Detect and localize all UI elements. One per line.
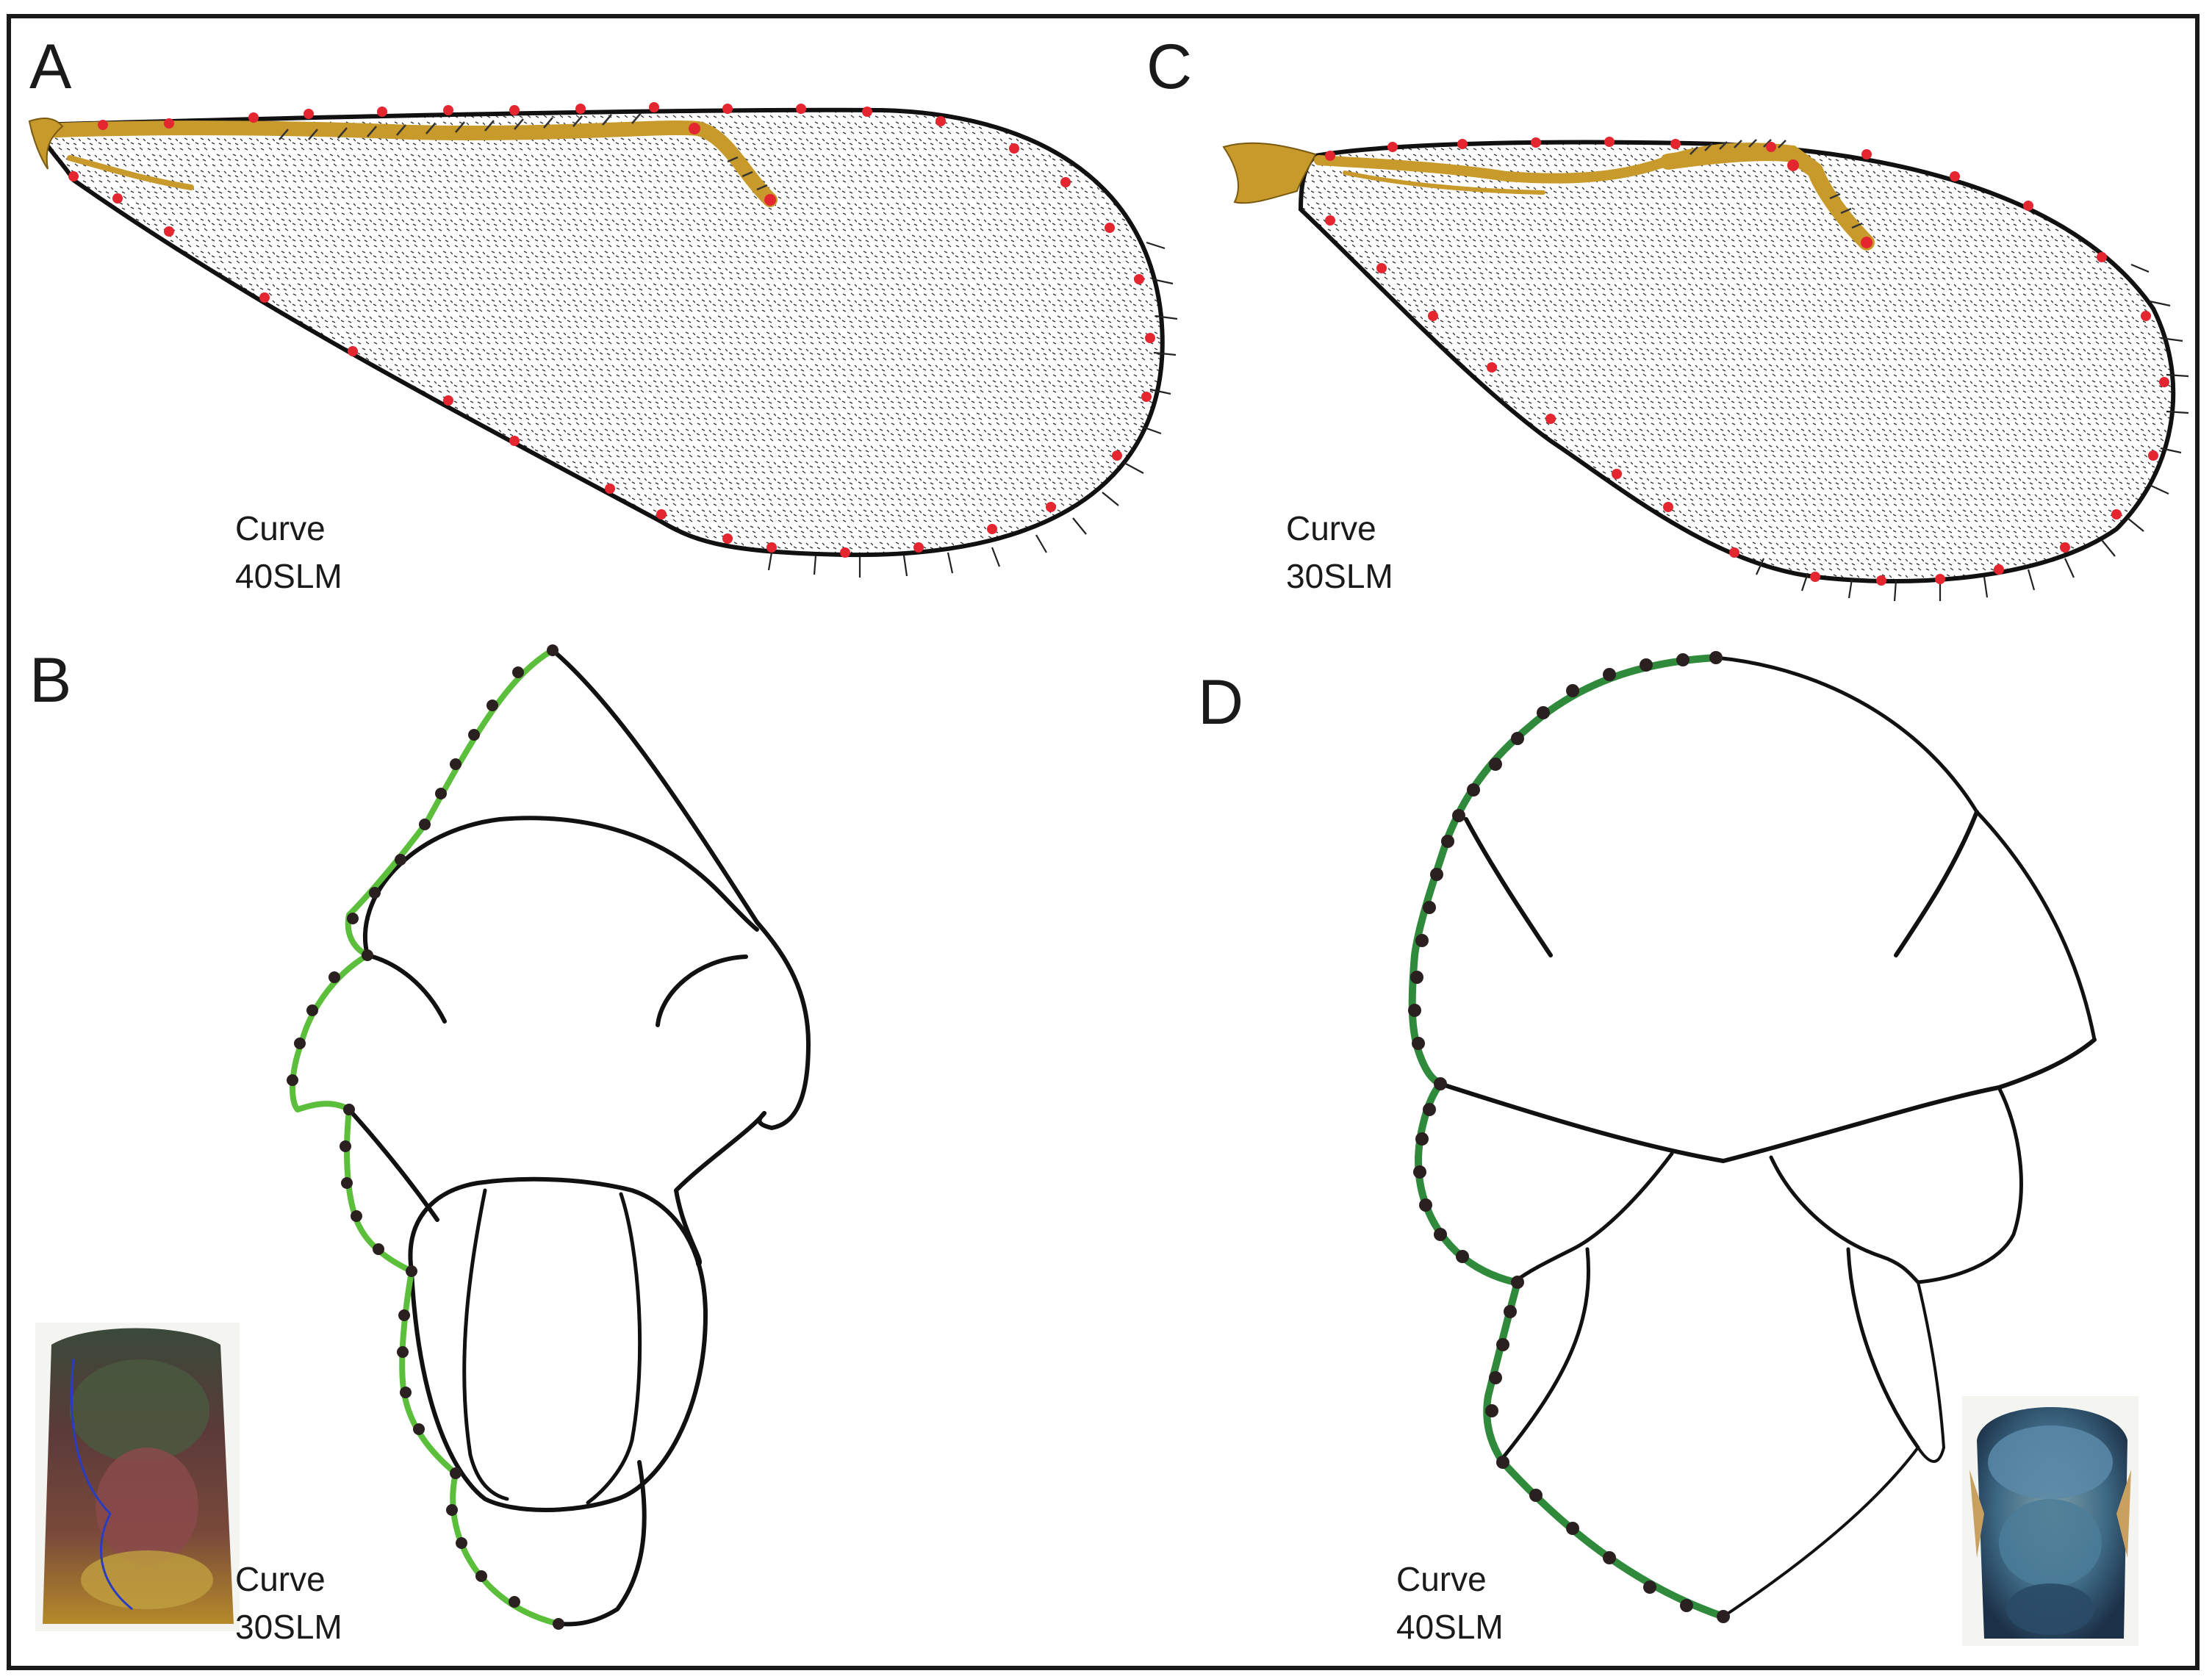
- thorax-b-curve-landmarks: [287, 644, 564, 1630]
- thorax-b-outline: [347, 648, 811, 1627]
- panel-a-caption-line2: 40SLM: [235, 557, 342, 595]
- wing-c-veins: [1222, 139, 1875, 251]
- panel-a: A Curve 40SLM: [28, 32, 1178, 595]
- figure-border: [7, 14, 2200, 1670]
- panel-b: B Curve 30SLM: [29, 644, 811, 1646]
- specimen-photo-b: [35, 1323, 240, 1631]
- panel-d-letter: D: [1198, 667, 1243, 738]
- panel-d-caption-line1: Curve: [1396, 1560, 1487, 1598]
- panel-d-caption-line2: 40SLM: [1396, 1608, 1504, 1646]
- wing-a-landmarks: [68, 102, 1155, 558]
- panel-a-caption-line1: Curve: [235, 509, 326, 547]
- wing-c-landmarks: [1325, 137, 2169, 586]
- wing-a-marginal-fringe: [767, 241, 1178, 578]
- panel-d: D Curve 40SLM: [1198, 651, 2139, 1646]
- panel-c-caption-line1: Curve: [1286, 509, 1376, 547]
- wing-c-shape: [1298, 140, 2176, 583]
- thorax-d-curve: [1408, 654, 1727, 1620]
- panel-a-letter: A: [29, 32, 72, 102]
- wing-a-veins: [28, 112, 778, 207]
- panel-c: C Curve 30SLM: [1146, 32, 2189, 602]
- panel-b-letter: B: [29, 645, 71, 716]
- panel-b-caption-line1: Curve: [235, 1560, 326, 1598]
- panel-c-caption-line2: 30SLM: [1286, 557, 1393, 595]
- thorax-d-outline: [1438, 655, 2097, 1618]
- thorax-b-curve: [290, 647, 561, 1627]
- panel-c-letter: C: [1146, 32, 1192, 102]
- wing-c-marginal-fringe: [1755, 263, 2189, 602]
- wing-a-vein-setae: [279, 112, 768, 191]
- wing-a-shape: [33, 107, 1165, 558]
- thorax-d-curve-landmarks: [1408, 651, 1730, 1623]
- wing-c-vein-setae: [1689, 139, 1863, 229]
- specimen-photo-d: [1962, 1396, 2139, 1646]
- panel-b-caption-line2: 30SLM: [235, 1608, 342, 1646]
